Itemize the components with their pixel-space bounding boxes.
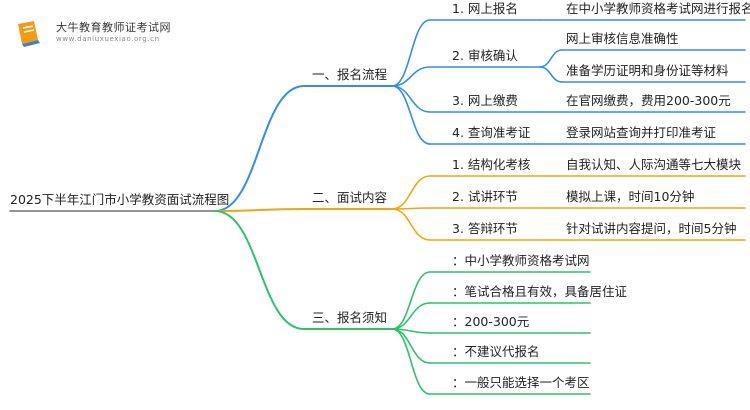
item-label: 1. 网上报名: [452, 1, 518, 16]
branch-label: 一、报名流程: [312, 67, 388, 82]
item-connector: [391, 66, 431, 87]
branch-label: 三、报名须知: [312, 310, 388, 325]
detail-label: 模拟上课，时间10分钟: [566, 189, 695, 204]
detail-label: 针对试讲内容提问，时间5分钟: [566, 221, 737, 236]
detail-label: 准备学历证明和身份证等材料: [566, 63, 729, 78]
item-connector: [391, 85, 431, 145]
detail-label: 自我认知、人际沟通等七大模块: [566, 157, 742, 172]
detail-connector: [539, 66, 563, 83]
item-label: 1. 结构化考核: [452, 157, 531, 172]
item-label: 2. 审核确认: [452, 48, 518, 63]
branch-connector: [214, 85, 305, 212]
item-connector: [391, 328, 431, 364]
item-label: ：一般只能选择一个考区: [452, 375, 590, 390]
item-label: ：中小学教师资格考试网: [452, 253, 590, 268]
detail-label: 网上审核信息准确性: [566, 31, 679, 46]
brand-title: 大牛教育教师证考试网: [56, 21, 171, 34]
detail-label: 在官网缴费，费用200-300元: [566, 93, 731, 108]
item-label: 3. 答辩环节: [452, 221, 518, 236]
item-connector: [391, 302, 431, 330]
item-connector: [391, 85, 431, 113]
item-label: ：笔试合格且有效，具备居住证: [452, 284, 628, 299]
item-label: 4. 查询准考证: [452, 125, 531, 140]
branch-connector: [214, 210, 305, 330]
branch-connector: [214, 208, 305, 212]
item-connector: [391, 271, 431, 330]
branch-label: 二、面试内容: [312, 190, 388, 205]
detail-connector: [539, 49, 563, 68]
brand-url: www.daniuxuexiao.org.cn: [56, 35, 160, 43]
item-connector: [391, 328, 431, 395]
item-connector: [391, 208, 431, 241]
root-topic: 2025下半年江门市小学教资面试流程图: [10, 192, 230, 207]
detail-label: 在中小学教师资格考试网进行报名: [566, 1, 750, 16]
book-logo-icon: [18, 21, 40, 47]
item-label: ：200-300元: [452, 314, 530, 329]
item-connector: [391, 19, 431, 87]
item-label: 3. 网上缴费: [452, 93, 518, 108]
item-label: ：不建议代报名: [452, 344, 540, 359]
item-connector: [391, 175, 431, 210]
detail-label: 登录网站查询并打印准考证: [566, 125, 717, 140]
item-label: 2. 试讲环节: [452, 189, 518, 204]
